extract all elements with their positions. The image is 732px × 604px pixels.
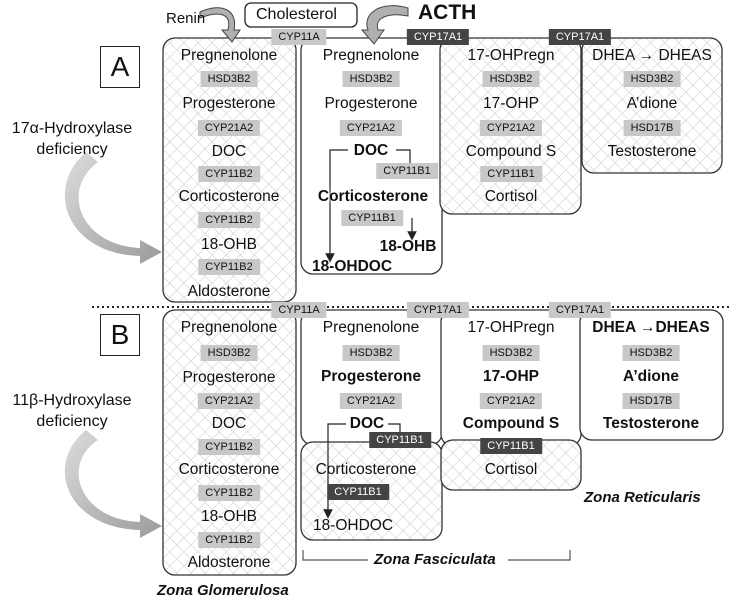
panelA-fasc-18ohdoc: 18-OHDOC: [311, 258, 393, 275]
zona-glomerulosa-label: Zona Glomerulosa: [157, 582, 289, 599]
panelB-andr-testosterone: Testosterone: [602, 415, 700, 432]
zona-fasciculata-label: Zona Fasciculata: [374, 551, 496, 568]
panelA-andr-hsd3b2: HSD3B2: [623, 71, 681, 87]
panelB-curved-arrow: [64, 430, 162, 538]
panelB-glom-cyp11b2-2: CYP11B2: [198, 485, 260, 501]
panelB-glom-doc: DOC: [211, 415, 247, 432]
panelA-side-line2: deficiency: [36, 141, 108, 158]
panelA-fasc-cyp11b1-a: CYP11B1: [376, 163, 438, 179]
cholesterol-box: [244, 2, 358, 28]
acth-arrow: [360, 5, 409, 45]
panelA-fasc-doc: DOC: [353, 142, 389, 159]
panelA-glom-cyp11b2-3: CYP11B2: [198, 259, 260, 275]
panelB-side-line1: 11β-Hydroxylase: [12, 392, 132, 409]
panelA-connector-cyp17a1-1: CYP17A1: [406, 29, 470, 45]
panelB-androgen-box: [579, 309, 724, 441]
fasciculata-bracket: [302, 550, 571, 561]
panelA-glom-cyp11b2-1: CYP11B2: [198, 166, 260, 182]
panelB-fasc-cyp21a2: CYP21A2: [339, 393, 403, 409]
panelA-cort-cortisol: Cortisol: [484, 188, 538, 205]
panelA-curved-arrow: [64, 152, 162, 264]
renin-label: Renin: [166, 10, 206, 27]
panelB-letter: B: [100, 314, 140, 356]
panelA-connector-cyp17a1-2: CYP17A1: [548, 29, 612, 45]
panelB-connector-cyp11a: CYP11A: [271, 302, 327, 318]
panelB-cort-compound-s: Compound S: [462, 415, 560, 432]
panelB-andr-hsd3b2: HSD3B2: [622, 345, 680, 361]
panelA-cort-17ohp: 17-OHP: [483, 95, 539, 112]
panelA-glom-hsd3b2: HSD3B2: [200, 71, 258, 87]
panelA-cort-cyp11b1: CYP11B1: [480, 166, 542, 182]
panelA-doc-down-line: [325, 149, 348, 263]
acth-label: ACTH: [418, 1, 477, 24]
panelA-connector-cyp11a: CYP11A: [271, 29, 327, 45]
zona-reticularis-label: Zona Reticularis: [584, 489, 701, 506]
panelA-side-label: 17α-Hydroxylase deficiency: [2, 118, 142, 160]
panelB-glom-progesterone: Progesterone: [182, 369, 276, 386]
panelA-glom-cyp21a2: CYP21A2: [197, 120, 261, 136]
panelA-cort-hsd3b2: HSD3B2: [482, 71, 540, 87]
panelA-glom-18ohb: 18-OHB: [201, 236, 257, 253]
panelB-cort-hsd3b2: HSD3B2: [482, 345, 540, 361]
panelB-fasc-pregnenolone: Pregnenolone: [322, 319, 420, 336]
panelB-fasc-cyp11b1-a: CYP11B1: [369, 432, 431, 448]
panelA-cort-cyp21a2: CYP21A2: [479, 120, 543, 136]
panelB-cort-17ohpregn: 17-OHPregn: [467, 319, 555, 336]
cholesterol-label: Cholesterol: [256, 6, 337, 23]
renin-arrow: [199, 7, 241, 43]
panelA-glom-aldosterone: Aldosterone: [187, 283, 271, 300]
panelA-cort-17ohpregn: 17-OHPregn: [467, 47, 555, 64]
panelA-andr-hsd17b: HSD17B: [623, 120, 681, 136]
panelA-letter: A: [100, 46, 140, 88]
panelB-side-line2: deficiency: [36, 413, 108, 430]
panelB-connector-cyp17a1-1: CYP17A1: [406, 302, 470, 318]
panelB-glom-pregnenolone: Pregnenolone: [180, 319, 278, 336]
panelA-glom-progesterone: Progesterone: [182, 95, 276, 112]
panelA-fasc-cyp21a2: CYP21A2: [339, 120, 403, 136]
panelB-fasc-corticosterone: Corticosterone: [315, 461, 417, 478]
panelA-side-line1: 17α-Hydroxylase: [11, 120, 133, 137]
panelA-glom-pregnenolone: Pregnenolone: [180, 47, 278, 64]
panelB-fasc-doc: DOC: [349, 415, 385, 432]
panelA-fasc-corticosterone: Corticosterone: [317, 188, 429, 205]
panelB-cort-17ohp: 17-OHP: [483, 368, 539, 385]
panelB-cort-cyp21a2: CYP21A2: [479, 393, 543, 409]
panelB-fasc-progesterone: Progesterone: [321, 368, 421, 385]
panelA-andr-dhea: DHEA → DHEAS: [592, 47, 712, 64]
panelA-fasc-cyp11b1-b: CYP11B1: [341, 210, 403, 226]
panelB-andr-adione: A’dione: [623, 368, 679, 385]
panelA-cort-compound-s: Compound S: [465, 143, 557, 160]
panelB-glom-aldosterone: Aldosterone: [187, 554, 271, 571]
panelA-andr-testosterone: Testosterone: [607, 143, 697, 160]
panelB-andr-hsd17b: HSD17B: [622, 393, 680, 409]
panelA-fasc-progesterone: Progesterone: [324, 95, 418, 112]
panelA-andr-adione: A’dione: [626, 95, 678, 112]
panelB-fasc-18ohdoc: 18-OHDOC: [312, 517, 394, 534]
panelB-cort-cyp11b1: CYP11B1: [480, 438, 542, 454]
panelB-andr-dhea: DHEA →DHEAS: [592, 319, 710, 336]
panelB-glom-cyp21a2: CYP21A2: [197, 393, 261, 409]
panelA-fasc-18ohb: 18-OHB: [379, 238, 437, 255]
panelB-glom-cyp11b2-3: CYP11B2: [198, 532, 260, 548]
panelB-side-label: 11β-Hydroxylase deficiency: [2, 390, 142, 432]
panelB-fasc-cyp11b1-b: CYP11B1: [327, 484, 389, 500]
panelB-fasc-hsd3b2: HSD3B2: [342, 345, 400, 361]
panelB-connector-cyp17a1-2: CYP17A1: [548, 302, 612, 318]
panelB-cort-cortisol: Cortisol: [484, 461, 538, 478]
panelA-fasc-pregnenolone: Pregnenolone: [322, 47, 420, 64]
panelA-androgen-box: [581, 37, 723, 174]
panelA-glom-doc: DOC: [211, 143, 247, 160]
panelB-glom-cyp11b2-1: CYP11B2: [198, 439, 260, 455]
panelA-glom-cyp11b2-2: CYP11B2: [198, 212, 260, 228]
panelB-glom-18ohb: 18-OHB: [201, 508, 257, 525]
panelB-glom-hsd3b2: HSD3B2: [200, 345, 258, 361]
panelA-glom-corticosterone: Corticosterone: [178, 188, 280, 205]
panelB-glom-corticosterone: Corticosterone: [178, 461, 280, 478]
panelA-fasc-hsd3b2: HSD3B2: [342, 71, 400, 87]
